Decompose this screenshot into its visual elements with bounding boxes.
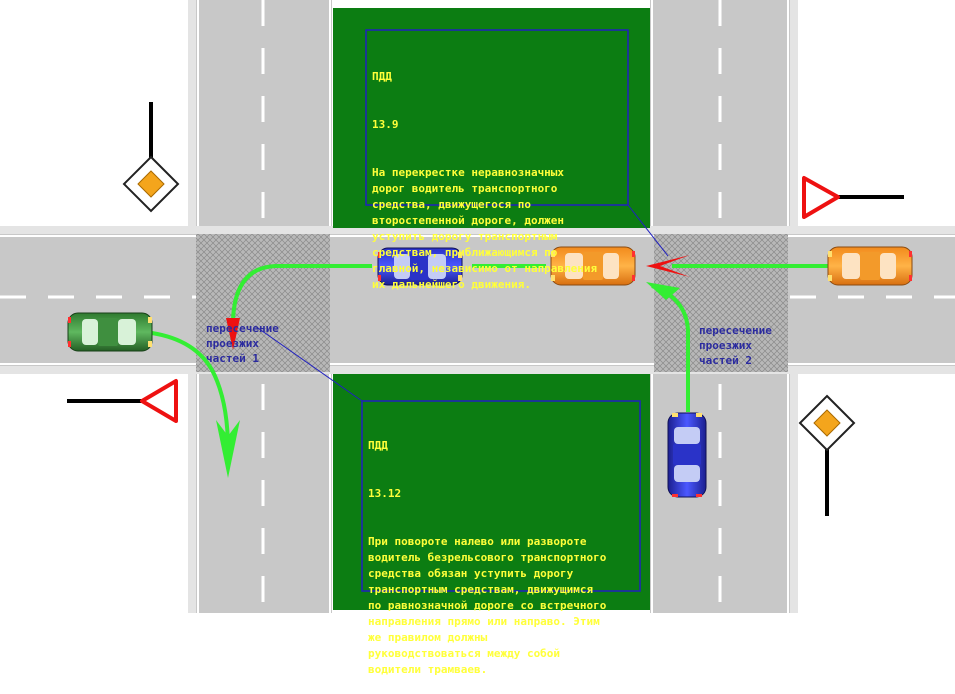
rule-top-frame <box>365 29 629 206</box>
car-orange-approaching <box>827 246 913 286</box>
rule-top-body: На перекрестке неравнозначных дорог води… <box>372 166 598 291</box>
main-road-sign-bottom-right <box>798 394 856 516</box>
median-top <box>333 8 650 228</box>
zone-2-label: пересечение проезжих частей 2 <box>699 324 772 367</box>
pointer-line-bottom <box>254 325 363 402</box>
conflict-marker-chevron <box>646 255 690 277</box>
car-green-turning <box>67 312 153 352</box>
zone-1-label: пересечение проезжих частей 1 <box>206 322 279 365</box>
main-road-sign-top-left <box>122 102 180 213</box>
pointer-line-top <box>627 204 669 257</box>
horizontal-road <box>0 226 955 374</box>
median-bottom <box>333 374 650 610</box>
give-way-sign-top-right <box>802 176 904 219</box>
movement-paths <box>151 264 828 451</box>
rule-top-title: ПДД <box>372 70 392 83</box>
car-blue-northbound <box>667 412 707 498</box>
rule-bottom-body: При повороте налево или развороте водите… <box>368 535 607 676</box>
rule-bottom-title: ПДД <box>368 439 388 452</box>
car-blue-left-turning <box>377 247 463 286</box>
car-orange-straight <box>550 246 636 286</box>
intersection-zone-1 <box>196 234 330 372</box>
rule-top-code: 13.9 <box>372 118 399 131</box>
intersection-diagram: ПДД 13.9 На перекрестке неравнозначных д… <box>0 0 955 676</box>
give-way-sign-bottom-left <box>67 379 178 423</box>
path-arrowheads <box>216 282 680 478</box>
rule-bottom-number: ПДД 13.12 При повороте налево или развор… <box>368 406 640 694</box>
scene-canvas <box>0 0 955 613</box>
rule-bottom-frame <box>361 400 641 592</box>
rule-bottom-code: 13.12 <box>368 487 402 500</box>
rule-top-number: ПДД 13.9 На перекрестке неравнозначных д… <box>372 37 626 309</box>
